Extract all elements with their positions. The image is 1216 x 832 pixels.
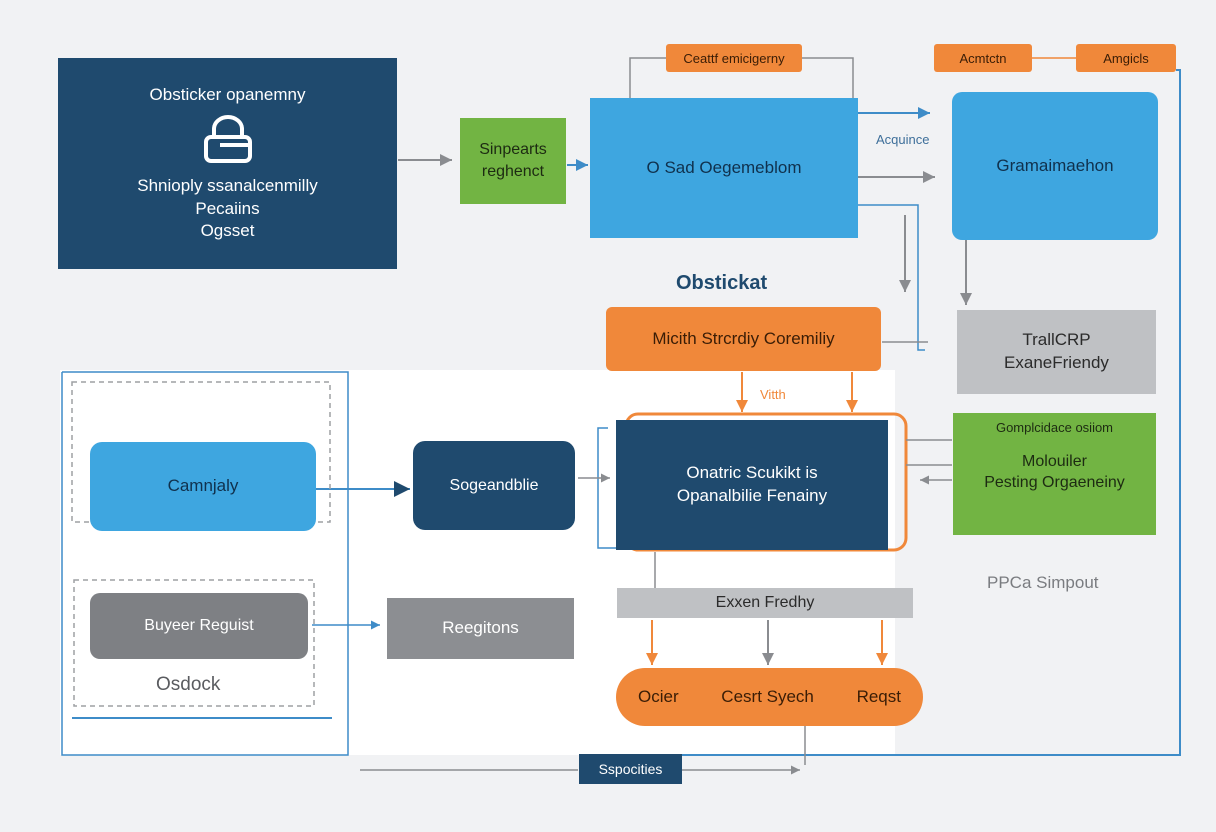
orange-wide-label: Micith Strcrdiy Coremiliy: [652, 328, 835, 348]
dashed-frame-bottom: [73, 579, 315, 707]
community-label: Camnjaly: [167, 476, 239, 496]
top-left-card-line2: Pecaiins: [195, 198, 260, 218]
top-left-card-line1: Shnioply ssanalcenmilly: [137, 175, 318, 195]
right-gray-box: TrallCRP ExaneFriendy: [957, 310, 1156, 394]
line-main-down: [858, 204, 925, 351]
acquire-label: Acquince: [876, 132, 930, 147]
sogeandblie-box: Sogeandblie: [413, 441, 575, 530]
bracket-top-center-right: [802, 57, 854, 98]
border-right-frame: [580, 69, 1181, 756]
bracket-navy-left: [597, 427, 616, 549]
top-left-card: Obsticker opanemny Shnioply ssanalcenmil…: [58, 58, 397, 269]
buyer-request-label: Buyeer Reguist: [144, 617, 254, 635]
top-left-card-line3: Ogsset: [200, 221, 255, 241]
with-label: Vitth: [760, 387, 786, 402]
exen-fredhy-label: Exxen Fredhy: [715, 594, 815, 612]
exen-fredhy-bar: Exxen Fredhy: [617, 588, 913, 618]
lock-icon: [203, 114, 252, 163]
orange-pill-left: Ocier: [638, 687, 679, 706]
right-gray-line1: TrallCRP: [1022, 330, 1091, 350]
top-tag-center: Ceattf emicigerny: [666, 44, 802, 72]
top-tag-right-a: Acmtctn: [934, 44, 1032, 72]
green-right-header: Gomplcidace osiiom: [995, 420, 1114, 435]
obsticket-heading: Obstickat: [676, 272, 768, 294]
ppca-label: PPCa Simpout: [987, 573, 1099, 592]
community-box: Camnjaly: [90, 442, 316, 531]
support-line2: reghenct: [481, 163, 545, 180]
orange-pill-right: Reqst: [856, 687, 901, 706]
frame-left-outer: [61, 371, 349, 756]
orange-wide-box: Micith Strcrdiy Coremiliy: [606, 307, 881, 371]
specifics-tag: Sspocities: [579, 754, 682, 784]
green-right-box: Gomplcidace osiiom Molouiler Pesting Org…: [953, 413, 1156, 535]
right-gray-line2: ExaneFriendy: [1004, 353, 1109, 372]
orange-pill-middle: Cesrt Syech: [721, 687, 814, 706]
center-navy-box: Onatric Scukikt is Opanalbilie Fenainy: [616, 420, 888, 550]
sogeandblie-label: Sogeandblie: [449, 476, 539, 494]
regutions-box: Reegitons: [387, 598, 574, 659]
right-blue-label: Gramaimaehon: [996, 155, 1114, 175]
main-blue-label: O Sad Oegemeblom: [646, 157, 802, 177]
bracket-top-center: [629, 57, 668, 98]
main-blue-box: O Sad Oegemeblom: [590, 98, 858, 238]
buyer-request-box: Buyeer Reguist: [90, 593, 308, 659]
osdock-label: Osdock: [156, 674, 221, 695]
support-box: Sinpearts reghenct: [460, 118, 566, 204]
right-blue-box: Gramaimaehon: [952, 92, 1158, 240]
center-navy-line2: Opanalbilie Fenainy: [676, 486, 828, 505]
regutions-label: Reegitons: [442, 618, 519, 638]
orange-pill: Ocier Cesrt Syech Reqst: [616, 668, 923, 726]
support-line1: Sinpearts: [479, 141, 547, 159]
center-navy-line1: Onatric Scukikt is: [686, 463, 818, 483]
green-right-line2: Pesting Orgaeneiny: [984, 474, 1125, 492]
green-right-line1: Molouiler: [1022, 452, 1087, 470]
top-tag-right-b: Amgicls: [1076, 44, 1176, 72]
top-left-card-title: Obsticker opanemny: [149, 84, 306, 104]
